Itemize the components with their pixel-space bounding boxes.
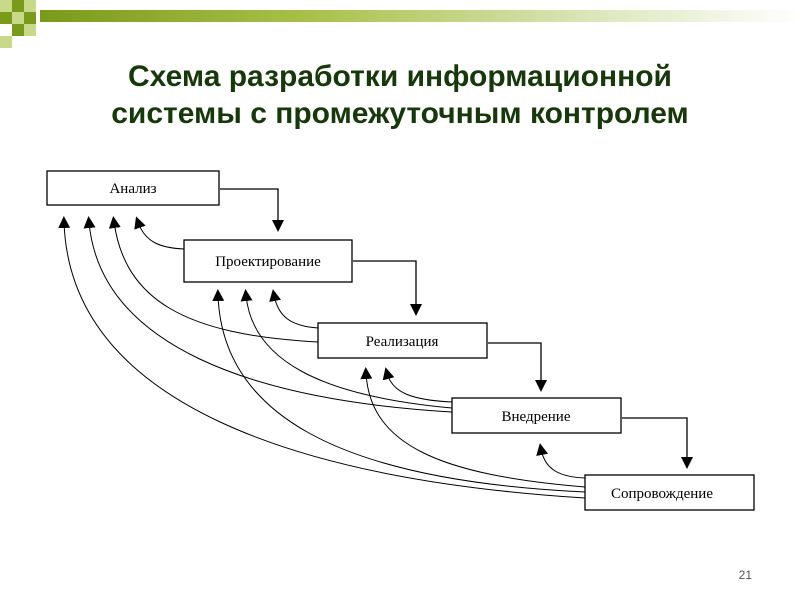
- connector-deployment-maintenance: [622, 417, 693, 469]
- accent-square: [24, 0, 36, 12]
- stage-box-analysis: Анализ: [46, 170, 220, 206]
- stage-box-deployment: Внедрение: [451, 397, 622, 434]
- feedback-deployment-analysis: [83, 216, 453, 413]
- slide-title-line1: Схема разработки информационной: [128, 60, 672, 93]
- stage-box-implementation: Реализация: [317, 322, 488, 359]
- connector-design-implementation: [353, 260, 422, 316]
- slide-title: Схема разработки информационной системы …: [0, 58, 800, 132]
- stage-box-maintenance-frame: [584, 474, 755, 511]
- accent-square: [0, 0, 12, 12]
- decorative-header: [0, 0, 800, 50]
- page-number: 21: [738, 568, 752, 582]
- feedback-maintenance-implementation: [360, 367, 586, 488]
- slide-title-line2: системы с промежуточным контролем: [111, 97, 689, 130]
- stage-label-implementation: Реализация: [366, 334, 439, 350]
- stage-box-design: Проектирование: [183, 239, 353, 283]
- stage-box-deployment-frame: [451, 397, 622, 434]
- feedback-maintenance-design: [212, 289, 586, 493]
- feedback-design-analysis: [134, 216, 185, 250]
- stage-box-implementation-frame: [317, 322, 488, 359]
- feedback-implementation-analysis: [108, 216, 319, 343]
- accent-square: [12, 0, 24, 12]
- feedback-maintenance-deployment: [536, 443, 586, 479]
- stage-label-design: Проектирование: [215, 254, 321, 270]
- accent-square: [0, 12, 12, 24]
- feedback-deployment-implementation: [382, 367, 453, 403]
- accent-square: [24, 24, 36, 36]
- header-gradient-bar: [40, 10, 800, 22]
- stage-label-deployment: Внедрение: [502, 409, 571, 425]
- connector-implementation-deployment: [488, 342, 547, 392]
- stage-box-design-frame: [183, 239, 353, 283]
- stage-box-maintenance: Сопровождение: [584, 474, 755, 511]
- stage-box-analysis-frame: [46, 170, 220, 206]
- feedback-maintenance-analysis: [58, 216, 586, 499]
- connector-analysis-design: [220, 188, 284, 232]
- stage-label-analysis: Анализ: [109, 181, 156, 197]
- feedback-curves: [58, 216, 586, 499]
- forward-connectors: [220, 188, 693, 469]
- accent-square: [0, 36, 12, 48]
- accent-square: [12, 12, 24, 24]
- accent-square: [12, 24, 24, 36]
- feedback-deployment-design: [240, 289, 453, 409]
- accent-square: [24, 12, 36, 24]
- feedback-implementation-design: [269, 289, 319, 329]
- stage-label-maintenance: Сопровождение: [611, 486, 713, 502]
